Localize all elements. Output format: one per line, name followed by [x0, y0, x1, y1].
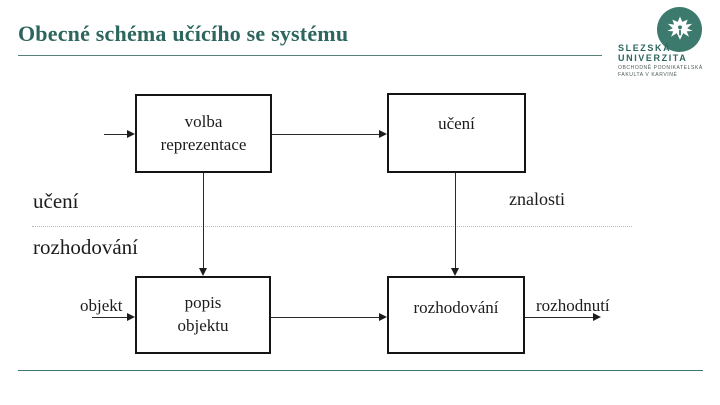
- arrow-input-head-icon: [127, 130, 135, 138]
- page-title: Obecné schéma učícího se systému: [18, 21, 349, 46]
- box-popis-objektu: popis objektu: [135, 276, 271, 354]
- box-uceni-label: učení: [438, 113, 475, 133]
- box-rozhodovani-label: rozhodování: [413, 297, 499, 317]
- arrow-volba-to-popis-line: [203, 173, 204, 269]
- arrow-volba-to-uceni-line: [272, 134, 380, 135]
- footer-divider: [18, 370, 703, 371]
- arrow-popis-to-rozhodovani-head-icon: [379, 313, 387, 321]
- box-popis-line1: popis: [184, 293, 222, 313]
- label-rozhodnuti: rozhodnutí: [536, 296, 610, 315]
- arrow-popis-to-rozhodovani-line: [271, 317, 380, 318]
- box-volba-reprezentace: volba reprezentace: [135, 94, 272, 173]
- box-volba-line2: reprezentace: [160, 134, 247, 154]
- arrow-uceni-to-rozhodovani-line: [455, 173, 456, 268]
- arrow-uceni-to-rozhodovani-head-icon: [451, 268, 459, 276]
- zone-label-uceni: učení: [33, 189, 79, 213]
- box-volba-line1: volba: [184, 111, 223, 131]
- arrow-input-line: [104, 134, 128, 135]
- box-uceni: učení: [387, 93, 526, 173]
- arrow-objekt-line: [92, 317, 128, 318]
- logo-university-name-line1: SLEZSKÁ: [618, 43, 672, 53]
- arrow-output-head-icon: [593, 313, 601, 321]
- eagle-emblem-icon: [657, 7, 702, 52]
- box-popis-line2: objektu: [177, 316, 229, 335]
- box-rozhodovani: rozhodování: [387, 276, 525, 354]
- arrow-output-line: [525, 317, 594, 318]
- zone-dotted-separator: [32, 226, 632, 227]
- logo-university-name-line2: UNIVERZITA: [618, 53, 688, 63]
- zone-label-rozhodovani: rozhodování: [33, 235, 138, 259]
- university-logo: SLEZSKÁ UNIVERZITA OBCHODNĚ PODNIKATELSK…: [618, 5, 713, 80]
- arrow-volba-to-popis-head-icon: [199, 268, 207, 276]
- eagle-glyph: [666, 16, 693, 40]
- label-znalosti: znalosti: [509, 189, 565, 209]
- arrow-volba-to-uceni-head-icon: [379, 130, 387, 138]
- label-objekt: objekt: [80, 296, 123, 315]
- logo-faculty-name-line1: OBCHODNĚ PODNIKATELSKÁ: [618, 65, 703, 71]
- arrow-objekt-head-icon: [127, 313, 135, 321]
- logo-faculty-name-line2: FAKULTA V KARVINÉ: [618, 72, 678, 78]
- title-divider: [18, 55, 602, 56]
